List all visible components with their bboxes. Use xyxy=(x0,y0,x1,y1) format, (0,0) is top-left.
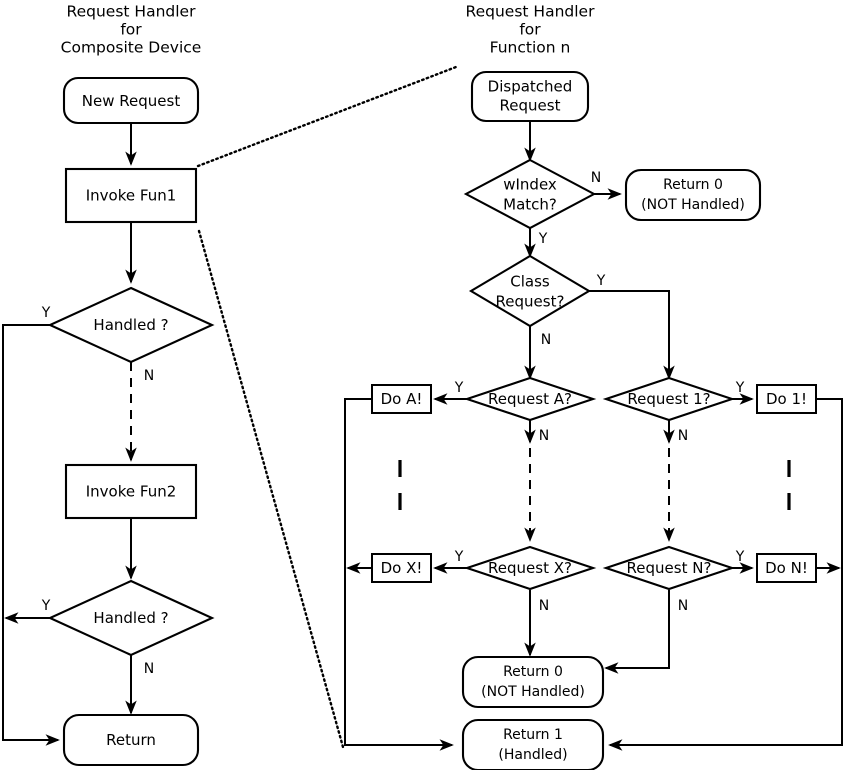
title-left-line3: Composite Device xyxy=(61,39,202,57)
label-handled2-yes: Y xyxy=(41,598,51,614)
label-requestx-no: N xyxy=(539,598,549,614)
title-right-line3: Function n xyxy=(490,39,571,57)
node-request-x[interactable]: Request X? xyxy=(463,545,597,591)
title-right-line2: for xyxy=(519,21,541,39)
node-return1[interactable]: Return 1 (Handled) xyxy=(461,718,605,770)
node-handled-2-label: Handled ? xyxy=(93,609,168,627)
node-dispatched-request-line1: Dispatched xyxy=(488,78,573,96)
node-do-a-label: Do A! xyxy=(381,390,423,408)
node-do-1-label: Do 1! xyxy=(766,390,807,408)
node-class-request[interactable]: Class Request? xyxy=(468,254,592,328)
node-return0-bottom-line1: Return 0 xyxy=(503,664,563,680)
node-request-1[interactable]: Request 1? xyxy=(602,376,736,422)
node-request-x-label: Request X? xyxy=(488,559,572,577)
node-return0-bottom-line2: (NOT Handled) xyxy=(481,684,585,700)
label-windex-no: N xyxy=(591,170,601,186)
edge-do1-to-return1 xyxy=(608,398,843,751)
node-class-request-line1: Class xyxy=(510,273,550,291)
node-do-x[interactable]: Do X! xyxy=(371,553,432,583)
label-class-yes: Y xyxy=(596,273,606,289)
label-request1-yes: Y xyxy=(735,380,745,396)
node-new-request-label: New Request xyxy=(82,92,181,110)
node-request-n[interactable]: Request N? xyxy=(602,545,736,591)
edge-handled1-yes-to-return xyxy=(2,324,60,746)
node-new-request[interactable]: New Request xyxy=(62,76,200,125)
label-handled1-yes: Y xyxy=(41,305,51,321)
node-return0-top[interactable]: Return 0 (NOT Handled) xyxy=(624,168,762,222)
node-dispatched-request[interactable]: Dispatched Request xyxy=(470,70,590,123)
label-windex-yes: Y xyxy=(538,231,548,247)
label-requestn-yes: Y xyxy=(735,549,745,565)
label-requesta-yes: Y xyxy=(454,380,464,396)
node-handled-1-label: Handled ? xyxy=(93,316,168,334)
node-windex-match-line2: Match? xyxy=(503,196,557,214)
node-do-n-label: Do N! xyxy=(765,559,808,577)
node-return1-line1: Return 1 xyxy=(503,727,563,743)
node-invoke-fun1-label: Invoke Fun1 xyxy=(86,187,177,205)
node-request-a-label: Request A? xyxy=(488,390,572,408)
node-windex-match-line1: wIndex xyxy=(503,176,557,194)
node-request-a[interactable]: Request A? xyxy=(463,376,597,422)
node-invoke-fun2[interactable]: Invoke Fun2 xyxy=(64,463,198,520)
node-windex-match[interactable]: wIndex Match? xyxy=(463,158,597,230)
node-do-n[interactable]: Do N! xyxy=(756,553,817,583)
label-class-no: N xyxy=(541,332,551,348)
node-invoke-fun2-label: Invoke Fun2 xyxy=(86,483,177,501)
node-handled-2[interactable]: Handled ? xyxy=(47,579,215,657)
node-request-1-label: Request 1? xyxy=(627,390,710,408)
label-handled1-no: N xyxy=(144,368,154,384)
node-return0-top-line1: Return 0 xyxy=(663,177,723,193)
node-return1-line2: (Handled) xyxy=(498,747,567,763)
expansion-connector-top xyxy=(196,65,458,168)
title-right-line1: Request Handler xyxy=(466,3,596,21)
node-dispatched-request-line2: Request xyxy=(500,97,561,115)
node-return-label: Return xyxy=(106,731,156,749)
node-invoke-fun1[interactable]: Invoke Fun1 xyxy=(64,167,198,224)
node-return[interactable]: Return xyxy=(62,713,200,767)
node-do-1[interactable]: Do 1! xyxy=(756,384,817,414)
title-right-panel: Request Handler for Function n xyxy=(466,3,596,57)
edge-class-yes-to-request1 xyxy=(589,290,675,380)
title-left-panel: Request Handler for Composite Device xyxy=(61,3,202,57)
expansion-connector-bottom xyxy=(197,229,345,749)
node-class-request-line2: Request? xyxy=(496,293,565,311)
node-request-n-label: Request N? xyxy=(627,559,712,577)
edge-doa-to-return1 xyxy=(344,398,454,751)
node-return0-bottom[interactable]: Return 0 (NOT Handled) xyxy=(461,655,605,709)
title-left-line1: Request Handler xyxy=(67,3,197,21)
label-requestx-yes: Y xyxy=(454,549,464,565)
label-handled2-no: N xyxy=(144,661,154,677)
title-left-line2: for xyxy=(120,21,142,39)
label-requestn-no: N xyxy=(678,598,688,614)
label-requesta-no: N xyxy=(539,428,549,444)
label-request1-no: N xyxy=(678,428,688,444)
node-handled-1[interactable]: Handled ? xyxy=(47,286,215,364)
edge-requestn-no-to-return0bottom xyxy=(604,590,670,674)
node-do-a[interactable]: Do A! xyxy=(371,384,432,414)
node-return0-top-line2: (NOT Handled) xyxy=(641,197,745,213)
node-do-x-label: Do X! xyxy=(381,559,423,577)
